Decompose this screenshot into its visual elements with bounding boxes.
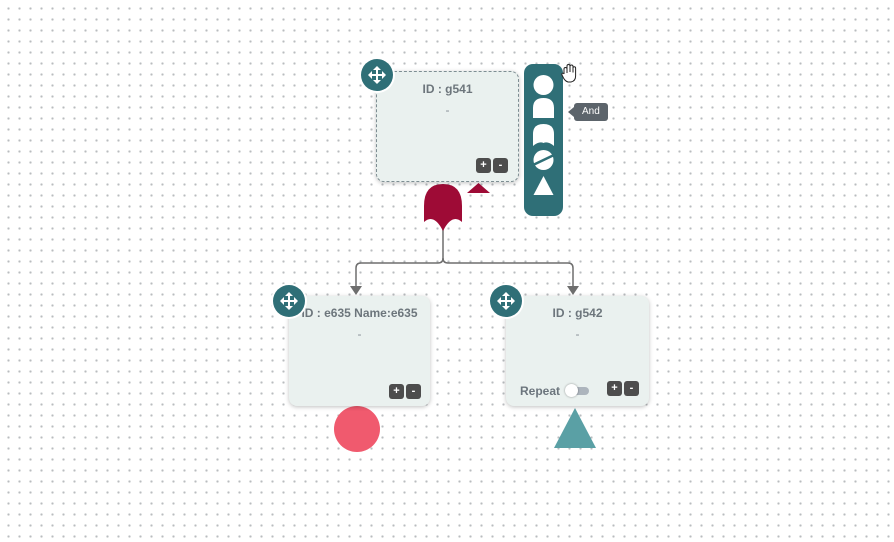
gate-collapse-arrow-icon[interactable] bbox=[467, 183, 490, 193]
connector-branch bbox=[442, 257, 574, 288]
palette-tooltip: And bbox=[568, 103, 608, 121]
move-handle-g541[interactable] bbox=[361, 59, 393, 91]
node-g542[interactable]: ID : g542 - Repeat + - bbox=[506, 296, 649, 406]
node-title: ID : g542 bbox=[552, 306, 603, 320]
move-handle-g542[interactable] bbox=[490, 285, 522, 317]
palette-or-gate-icon[interactable] bbox=[533, 124, 554, 146]
node-g541[interactable]: ID : g541 - + - bbox=[376, 71, 519, 182]
node-description: - bbox=[445, 103, 450, 117]
palette-and-gate-icon[interactable] bbox=[533, 98, 554, 118]
add-child-button[interactable]: + bbox=[607, 381, 622, 396]
node-description: - bbox=[575, 327, 580, 341]
remove-child-button[interactable]: - bbox=[493, 158, 508, 173]
remove-child-button[interactable]: - bbox=[624, 381, 639, 396]
palette-transfer-icon[interactable] bbox=[533, 176, 554, 195]
add-child-button[interactable]: + bbox=[389, 384, 404, 399]
move-arrows-icon bbox=[280, 292, 298, 310]
node-type-palette bbox=[524, 64, 563, 216]
node-description: - bbox=[357, 327, 362, 341]
or-gate-icon[interactable] bbox=[424, 184, 462, 231]
palette-xor-gate-icon[interactable] bbox=[532, 150, 555, 170]
move-arrows-icon bbox=[368, 66, 386, 84]
node-title: ID : e635 Name:e635 bbox=[301, 306, 418, 320]
connector-trunk bbox=[355, 226, 444, 288]
arrow-head-right bbox=[567, 286, 579, 295]
move-handle-e635[interactable] bbox=[273, 285, 305, 317]
arrow-head-left bbox=[350, 286, 362, 295]
node-title: ID : g541 bbox=[422, 82, 473, 96]
transfer-triangle-icon[interactable] bbox=[554, 408, 596, 448]
basic-event-circle-icon[interactable] bbox=[334, 406, 380, 452]
move-arrows-icon bbox=[497, 292, 515, 310]
node-e635[interactable]: ID : e635 Name:e635 - + - bbox=[289, 296, 430, 406]
palette-basic-event-icon[interactable] bbox=[533, 75, 554, 95]
repeat-toggle[interactable] bbox=[565, 384, 589, 397]
repeat-label: Repeat bbox=[520, 384, 561, 398]
remove-child-button[interactable]: - bbox=[406, 384, 421, 399]
add-child-button[interactable]: + bbox=[476, 158, 491, 173]
